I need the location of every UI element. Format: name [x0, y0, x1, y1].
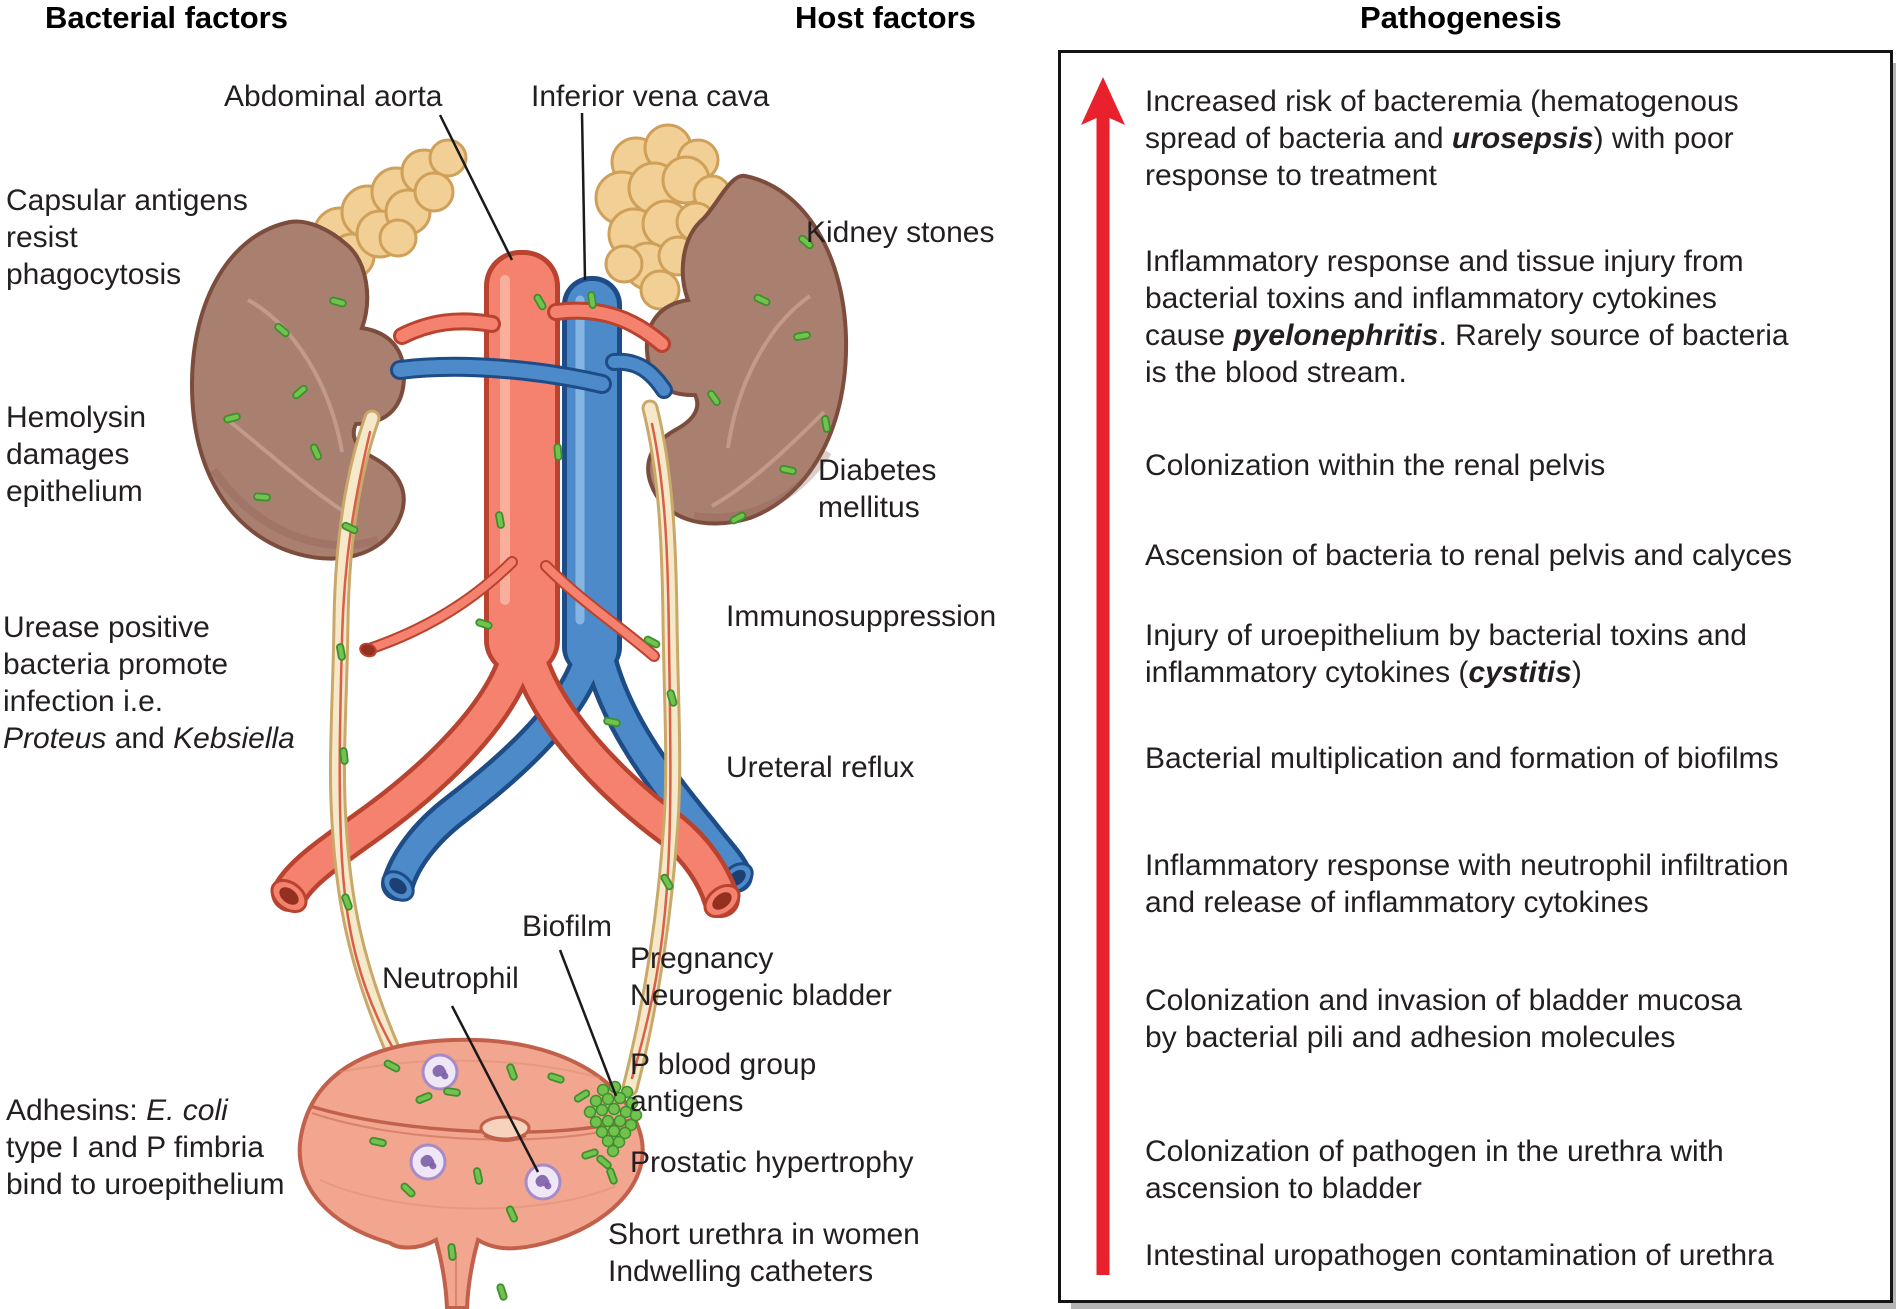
label-p-blood-group-antigens: P blood group antigens: [630, 1048, 817, 1118]
label-diabetes-mellitus: Diabetes mellitus: [818, 454, 937, 524]
kidney-right: [644, 173, 849, 526]
pathogenesis-step: Increased risk of bacteremia (hematogeno…: [1145, 85, 1739, 192]
neutrophil-pointer-line: [450, 1005, 540, 1173]
anatomy-illustration: [189, 112, 849, 1309]
label-biofilm: Biofilm: [522, 910, 613, 943]
pathogenesis-panel: Increased risk of bacteremia (hematogeno…: [1058, 50, 1893, 1303]
label-abdominal-aorta: Abdominal aorta: [224, 80, 443, 113]
biofilm-pointer-line: [558, 949, 618, 1097]
label-hemolysin: Hemolysin damages epithelium: [6, 401, 147, 508]
bladder: [297, 1037, 645, 1309]
label-neutrophil: Neutrophil: [382, 962, 519, 995]
host-factors-header: Host factors: [795, 0, 976, 35]
pathogenesis-step: Intestinal uropathogen contamination of …: [1145, 1239, 1774, 1272]
pathogenesis-step: Ascension of bacteria to renal pelvis an…: [1145, 539, 1793, 572]
label-prostatic-hypertrophy: Prostatic hypertrophy: [630, 1146, 914, 1179]
pathogenesis-step: Colonization of pathogen in the urethra …: [1145, 1135, 1724, 1205]
pathogenesis-step: Colonization within the renal pelvis: [1145, 449, 1606, 482]
label-capsular-antigens: Capsular antigens resist phagocytosis: [6, 184, 248, 291]
pathogenesis-step: Bacterial multiplication and formation o…: [1145, 742, 1779, 775]
label-inferior-vena-cava: Inferior vena cava: [531, 80, 770, 113]
pathogenesis-header: Pathogenesis: [1360, 0, 1562, 35]
adrenal-gland-right: [594, 123, 732, 311]
biofilm-cluster: [583, 1080, 643, 1158]
up-arrow-icon: [1081, 77, 1125, 1275]
pathogenesis-step: Inflammatory response and tissue injury …: [1145, 245, 1789, 389]
label-pregnancy-neurogenic-bladder: Pregnancy Neurogenic bladder: [630, 942, 892, 1012]
ureter-right: [621, 399, 682, 1097]
pathogenesis-step: Inflammatory response with neutrophil in…: [1145, 849, 1789, 919]
label-adhesins: Adhesins: E. coli type I and P fimbria b…: [6, 1094, 285, 1201]
pathogenesis-step: Colonization and invasion of bladder muc…: [1145, 984, 1743, 1054]
abdominal-aorta-pointer-line: [438, 114, 514, 261]
label-ureteral-reflux: Ureteral reflux: [726, 751, 915, 784]
pathogenesis-step: Injury of uroepithelium by bacterial tox…: [1145, 619, 1747, 689]
inferior-vena-cava-pointer-line: [580, 112, 587, 281]
renal-vessels: [390, 301, 673, 399]
label-short-urethra-indwelling: Short urethra in women Indwelling cathet…: [608, 1218, 920, 1288]
bacterial-factors-header: Bacterial factors: [45, 0, 288, 35]
label-urease: Urease positive bacteria promote infecti…: [3, 611, 295, 755]
label-immunosuppression: Immunosuppression: [726, 600, 997, 633]
pointer-lines: [438, 112, 618, 1173]
label-kidney-stones: Kidney stones: [806, 216, 995, 249]
